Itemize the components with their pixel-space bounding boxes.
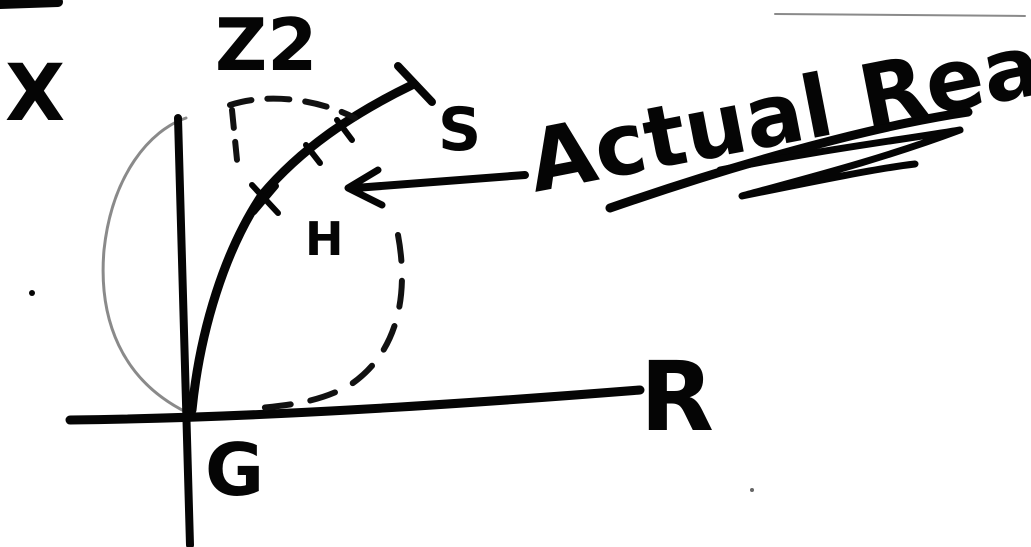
z2-dashed-arc <box>227 95 358 121</box>
x-axis-line <box>174 114 194 547</box>
annotation-arrowhead <box>344 166 386 209</box>
s-label: S <box>438 95 481 165</box>
actual-reach-annotation: Actual Reach <box>520 0 1031 213</box>
curve-tick <box>334 117 355 143</box>
corner-mark <box>0 0 63 9</box>
right-dashed-arc <box>257 232 405 411</box>
z2-label: Z2 <box>215 3 317 87</box>
curve-tick <box>303 142 323 166</box>
left-semicircle <box>101 116 188 414</box>
annotation-underline-zigzag <box>716 126 964 200</box>
stray-dot <box>29 290 35 296</box>
x-axis-label: X <box>5 49 65 139</box>
reach-curve <box>187 80 417 415</box>
r-axis-line <box>65 385 645 425</box>
stray-dot <box>750 488 754 492</box>
h-label: H <box>305 212 344 266</box>
z2-dashed-drop <box>229 107 241 173</box>
reach-curve-arrowhead <box>394 62 436 106</box>
annotation-arrow <box>351 171 529 192</box>
r-axis-label: R <box>640 341 714 453</box>
top-right-line <box>774 13 1026 17</box>
origin-label: G <box>205 428 264 512</box>
annotation-underline <box>605 107 973 213</box>
point-x-mark <box>249 182 281 216</box>
